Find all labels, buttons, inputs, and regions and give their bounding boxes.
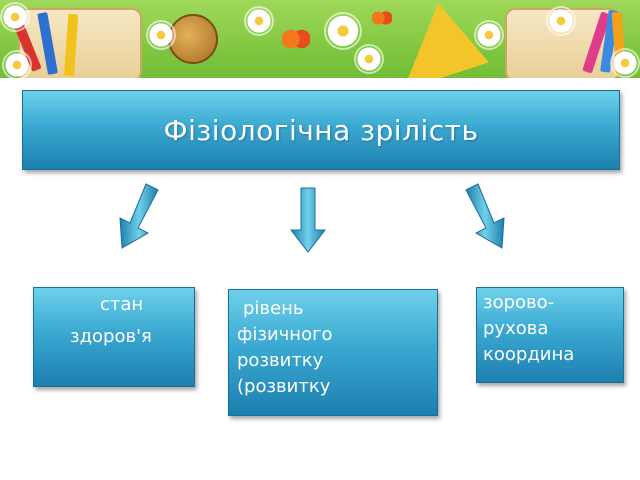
daisy-icon [4,52,30,78]
box-line: здоров'я [70,326,152,348]
daisy-icon [148,22,174,48]
box-line: розвитку [237,350,324,372]
daisy-icon [356,46,382,72]
ruler-icon [381,0,489,91]
box-line: рівень [243,298,304,319]
box-line: стан [100,294,144,315]
diagram-title: Фізіологічна зрілість [163,113,479,147]
daisy-icon [548,8,574,34]
box-line: зорово- [483,292,555,313]
bird-icon [168,14,218,64]
box-line: рухова [483,318,549,340]
title-box: Фізіологічна зрілість [22,90,620,170]
daisy-icon [476,22,502,48]
daisy-icon [246,8,272,34]
box-line: (розвитку [237,376,331,398]
box-line: фізичного [237,324,333,346]
arrow-left [119,183,159,249]
box-line: координа [483,344,575,366]
daisy-icon [2,4,28,30]
decorative-header [0,0,640,95]
box-visual-motor-coordination: зорово- рухова координа [476,287,624,383]
box-physical-development: рівень фізичного розвитку (розвитку [228,289,438,416]
scroll-icon [18,8,142,82]
butterfly-icon [372,10,392,26]
arrow-right [465,183,505,249]
daisy-icon [612,50,638,76]
daisy-icon [326,14,360,48]
box-health-state: стан здоров'я [33,287,195,387]
arrow-middle [289,187,327,253]
butterfly-icon [282,28,310,50]
